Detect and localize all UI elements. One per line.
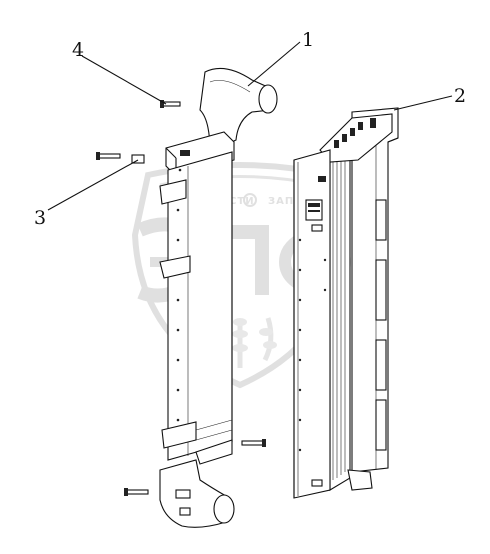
air-duct-part-1: [159, 67, 278, 528]
bolt-bottom-left: [124, 488, 149, 496]
radiator-core-part-2: [293, 107, 399, 499]
callout-2: 2: [454, 85, 466, 107]
bolt-lower-right: [241, 439, 266, 447]
callout-3: 3: [34, 207, 46, 229]
bolt-part-4: [160, 100, 181, 108]
callout-1: 1: [302, 29, 314, 51]
leader-lines: [47, 41, 453, 211]
bolt-part-3: [96, 152, 145, 164]
callout-4: 4: [72, 39, 84, 61]
